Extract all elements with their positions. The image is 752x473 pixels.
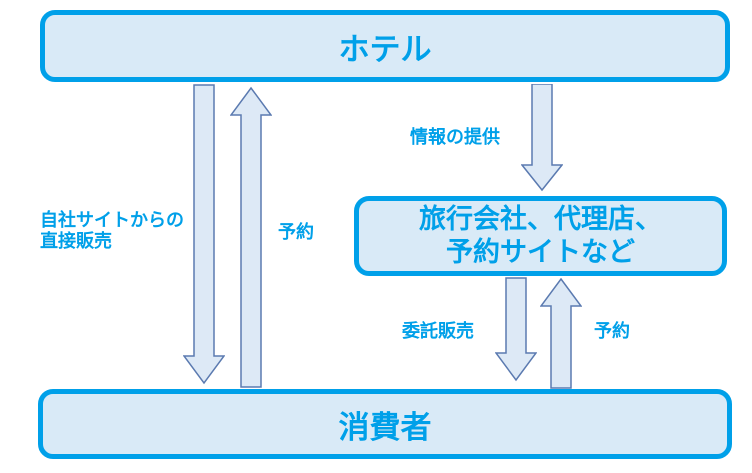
reservation-up-arrow-icon <box>230 86 272 388</box>
edge-label-direct-sales: 自社サイトからの 直接販売 <box>40 210 184 252</box>
node-hotel: ホテル <box>40 10 730 82</box>
arrow-polygon <box>183 84 225 385</box>
node-travel-agency: 旅行会社、代理店、 予約サイトなど <box>354 196 727 276</box>
arrow-polygon <box>521 84 563 192</box>
arrow-polygon <box>495 277 537 382</box>
edge-label-info-provision: 情報の提供 <box>410 127 500 147</box>
edge-label-consignment-sales: 委託販売 <box>402 321 474 341</box>
node-hotel-label: ホテル <box>338 31 432 67</box>
arrow-polygon <box>230 86 272 388</box>
reservation-right-up-arrow-icon <box>540 278 582 389</box>
direct-sales-down-arrow-icon <box>183 84 225 385</box>
consignment-sales-down-arrow-icon <box>495 277 537 382</box>
edge-label-reservation-left: 予約 <box>278 222 314 242</box>
edge-label-reservation-right: 予約 <box>594 321 630 341</box>
node-consumer: 消費者 <box>38 389 732 459</box>
info-provision-down-arrow-icon <box>521 84 563 192</box>
node-travel-agency-label: 旅行会社、代理店、 予約サイトなど <box>419 204 662 267</box>
node-consumer-label: 消費者 <box>338 409 432 445</box>
arrow-polygon <box>540 278 582 389</box>
